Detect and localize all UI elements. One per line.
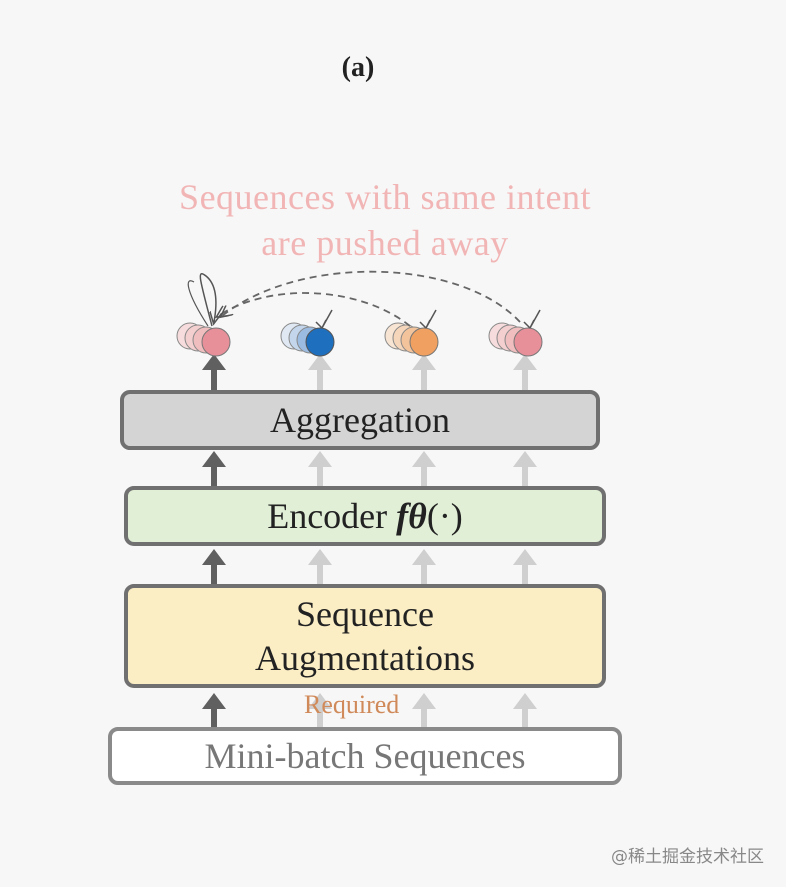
- caption-line-2: are pushed away: [261, 223, 509, 263]
- mini-batch-box: Mini-batch Sequences: [108, 727, 622, 785]
- node-group-3: [384, 322, 439, 357]
- node-pointers: [315, 309, 541, 329]
- watermark: @稀土掘金技术社区: [611, 847, 764, 867]
- node-group-4: [488, 322, 543, 357]
- caption-line-1: Sequences with same intent: [179, 177, 591, 217]
- encoder-label: Encoder: [267, 496, 388, 536]
- augmentation-box: Sequence Augmentations: [124, 584, 606, 688]
- mini-batch-label: Mini-batch Sequences: [204, 736, 526, 776]
- node-group-1: [176, 322, 231, 357]
- active-arrows: [202, 354, 226, 727]
- encoder-function: fθ: [396, 496, 427, 536]
- push-arrow-to-3: [218, 292, 411, 327]
- push-arrow-to-4: [222, 270, 521, 323]
- faded-arrows: [308, 354, 537, 727]
- panel-label: (a): [341, 52, 375, 83]
- node-group-2: [280, 322, 335, 357]
- self-loop-arrow: [199, 273, 216, 327]
- encoder-args: (·): [426, 496, 463, 536]
- augmentation-label-line-2: Augmentations: [255, 638, 475, 678]
- aggregation-label: Aggregation: [270, 400, 450, 440]
- aggregation-box: Aggregation: [120, 390, 600, 450]
- encoder-box: Encoder fθ (·): [124, 486, 606, 546]
- required-label: Required: [304, 690, 400, 719]
- augmentation-label-line-1: Sequence: [296, 594, 434, 634]
